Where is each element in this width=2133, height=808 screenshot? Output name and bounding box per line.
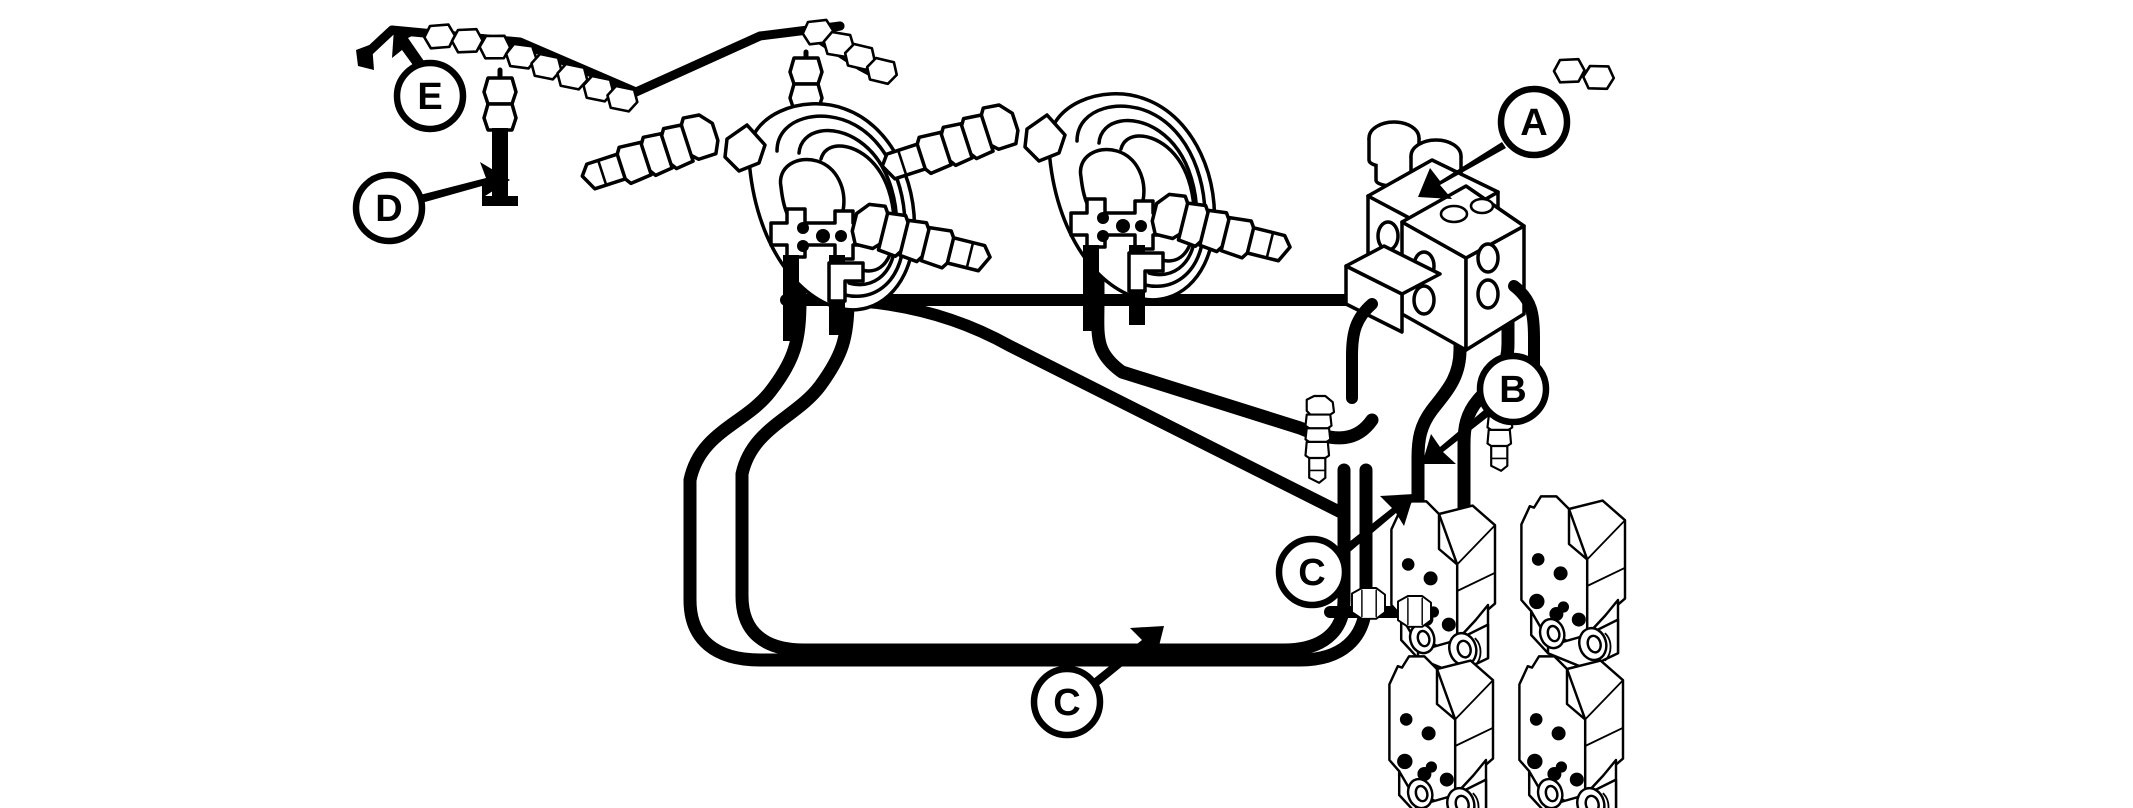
callout-E-label: E bbox=[417, 76, 442, 118]
caliper-block-3 bbox=[1388, 655, 1495, 808]
callout-C-right-label: C bbox=[1298, 552, 1325, 594]
caliper-block-2 bbox=[1520, 495, 1627, 670]
callout-C-right[interactable]: C bbox=[1275, 494, 1414, 609]
caliper-inlet-fitting-left bbox=[1351, 587, 1386, 620]
callout-D[interactable]: D bbox=[352, 162, 510, 245]
callout-A-label: A bbox=[1520, 102, 1547, 144]
callout-B-label: B bbox=[1499, 369, 1526, 411]
caliper-block-1 bbox=[1390, 500, 1497, 675]
valve-manifold-block bbox=[1304, 120, 1540, 484]
caliper-block-4 bbox=[1518, 655, 1625, 808]
callout-E[interactable]: E bbox=[392, 28, 467, 133]
callout-B[interactable]: B bbox=[1422, 352, 1550, 464]
upper-rigid-tube-run bbox=[356, 20, 1618, 118]
callout-D-label: D bbox=[375, 188, 402, 230]
callout-C-lower-label: C bbox=[1053, 682, 1080, 724]
callout-A[interactable]: A bbox=[0, 0, 1571, 199]
caliper-inlet-fitting-right bbox=[1397, 595, 1432, 628]
callout-C-lower[interactable]: C bbox=[1030, 626, 1164, 739]
